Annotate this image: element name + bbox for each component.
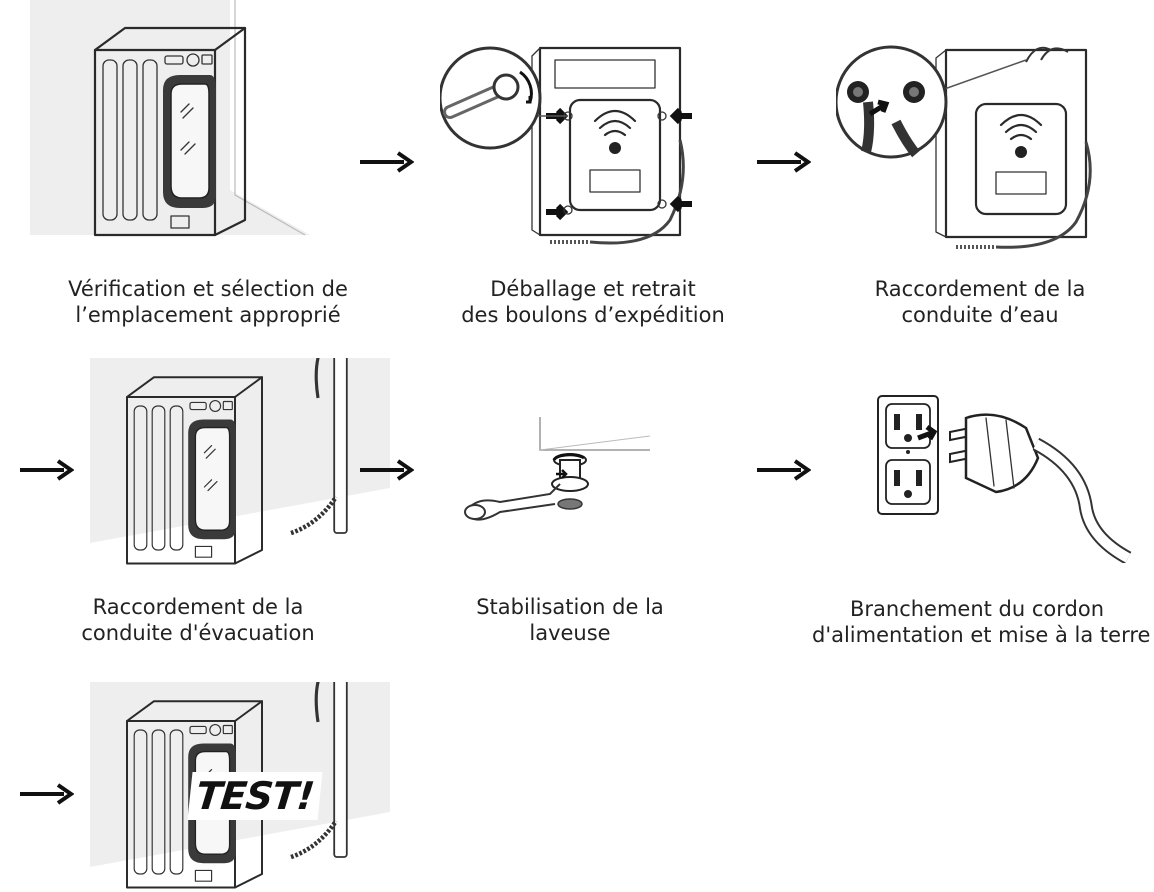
washer-test-icon: TEST!	[90, 682, 390, 892]
step-level-caption: Stabilisation de la laveuse	[476, 595, 664, 645]
test-label: TEST!	[187, 772, 323, 820]
drain-hose-washer-icon	[90, 358, 390, 568]
step-drain-caption: Raccordement de la conduite d'évacuation	[81, 595, 315, 645]
right-arrow-icon	[757, 151, 811, 173]
right-arrow-icon	[360, 459, 414, 481]
right-arrow-icon	[360, 151, 414, 173]
right-arrow-icon	[20, 459, 74, 481]
shipping-bolts-wrench-icon	[440, 20, 720, 255]
step-bolts-caption: Déballage et retrait des boulons d’expéd…	[461, 277, 725, 327]
power-plug-outlet-icon	[866, 388, 1136, 563]
leveling-foot-wrench-icon	[460, 412, 660, 532]
right-arrow-icon	[20, 783, 74, 805]
washer-in-corner-icon	[30, 0, 310, 240]
step-water-caption: Raccordement de la conduite d’eau	[874, 277, 1086, 327]
step-power-caption: Branchement du cordon d'alimentation et …	[812, 597, 1151, 647]
right-arrow-icon	[757, 459, 811, 481]
water-hose-connection-icon	[836, 22, 1126, 262]
step-location-caption: Vérification et sélection de l’emplaceme…	[68, 277, 348, 327]
